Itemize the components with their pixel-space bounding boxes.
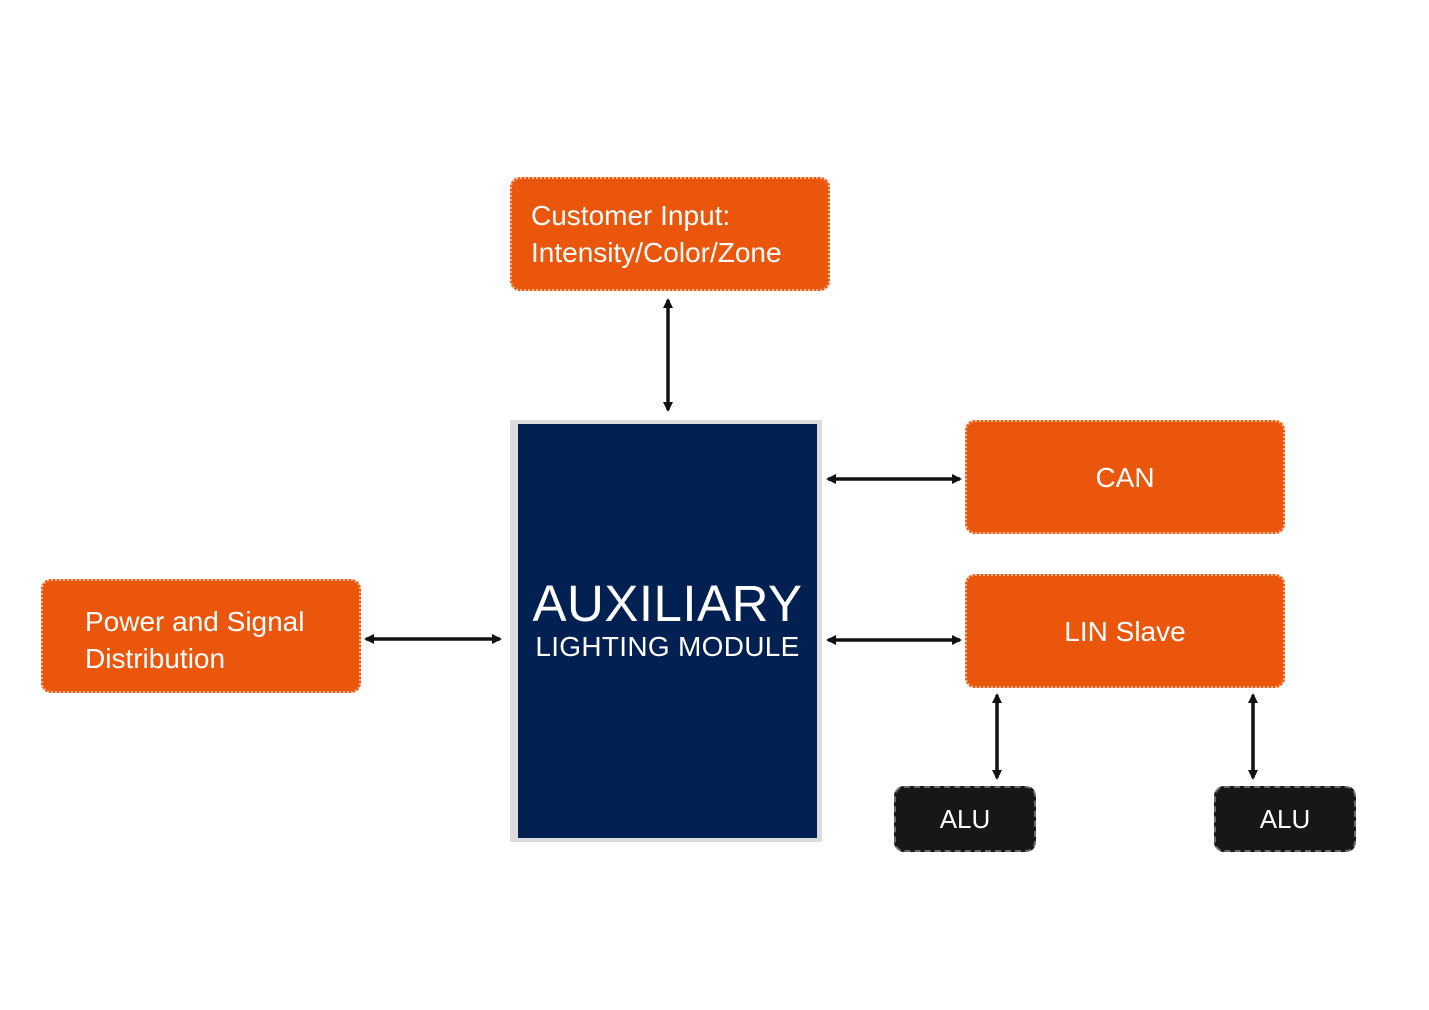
lin-slave-label: LIN Slave <box>1064 615 1186 647</box>
module-title: AUXILIARY <box>532 575 803 632</box>
alu-label-1: ALU <box>939 803 991 834</box>
alu-label-2: ALU <box>1259 803 1311 834</box>
customer-input-line2: Intensity/Color/Zone <box>531 237 782 268</box>
can-label: CAN <box>1095 461 1155 493</box>
can-node: CAN <box>965 420 1285 534</box>
power-signal-line2: Distribution <box>85 643 226 674</box>
lin-slave-node: LIN Slave <box>965 574 1285 688</box>
customer-input-node: Customer Input: Intensity/Color/Zone <box>510 177 830 291</box>
auxiliary-lighting-module-node: AUXILIARY LIGHTING MODULE <box>518 424 817 838</box>
power-signal-node: Power and Signal Distribution <box>41 579 361 693</box>
alu-node-2: ALU <box>1214 786 1356 852</box>
alu-node-1: ALU <box>894 786 1036 852</box>
customer-input-line1: Customer Input: <box>531 200 731 231</box>
module-subtitle: LIGHTING MODULE <box>535 631 800 662</box>
power-signal-line1: Power and Signal <box>85 606 305 637</box>
